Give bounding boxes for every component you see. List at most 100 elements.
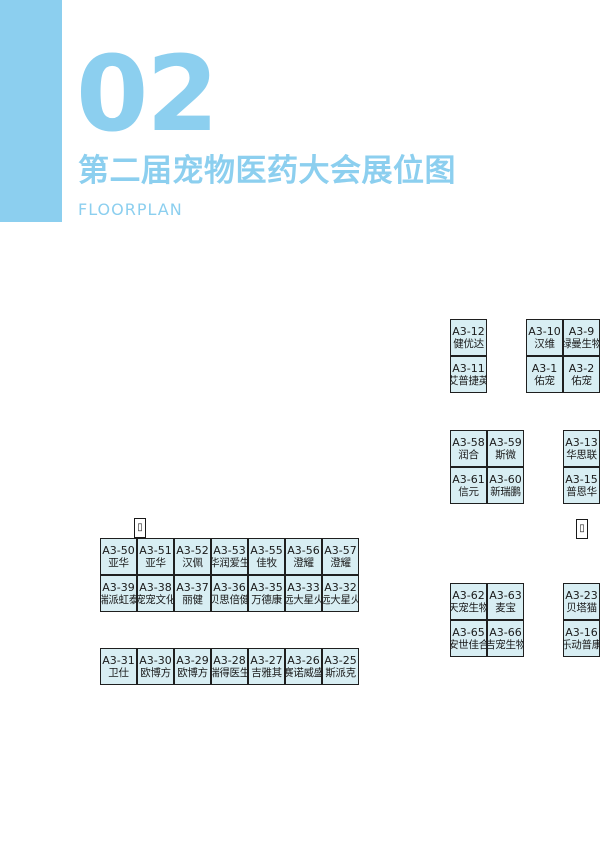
booth-exhibitor: 艾普捷英: [450, 374, 487, 387]
booth-code: A3-26: [287, 653, 320, 667]
booth-exhibitor: 乐动普康: [563, 638, 600, 651]
booth-exhibitor: 亚华: [145, 556, 166, 569]
door-icon: ▯: [134, 518, 146, 538]
booth-code: A3-59: [489, 435, 522, 449]
booth-exhibitor: 健优达: [453, 337, 484, 350]
booth-exhibitor: 瑞派虹泰: [100, 593, 137, 606]
booth-exhibitor: 信元: [458, 485, 479, 498]
booth-code: A3-36: [213, 580, 246, 594]
booth-exhibitor: 吉雅其: [251, 666, 282, 679]
booth-code: A3-38: [139, 580, 172, 594]
booth-code: A3-28: [213, 653, 246, 667]
booth-exhibitor: 赛诺威盛: [285, 666, 322, 679]
booth-code: A3-37: [176, 580, 209, 594]
booth-exhibitor: 吉宠生物: [487, 638, 524, 651]
booth-exhibitor: 汉维: [534, 337, 555, 350]
booth-code: A3-15: [565, 472, 598, 486]
booth-exhibitor: 欧博方: [140, 666, 171, 679]
door-icon: ▯: [576, 519, 588, 539]
booth-code: A3-62: [452, 588, 485, 602]
booth-exhibitor: 新瑞鹏: [490, 485, 521, 498]
booth-code: A3-57: [324, 543, 357, 557]
booth-code: A3-30: [139, 653, 172, 667]
booth-code: A3-16: [565, 625, 598, 639]
booth-exhibitor: 斯微: [495, 448, 516, 461]
booth-code: A3-60: [489, 472, 522, 486]
booth-code: A3-27: [250, 653, 283, 667]
booth-code: A3-39: [102, 580, 135, 594]
booth-code: A3-31: [102, 653, 135, 667]
booth-exhibitor: 澄耀: [330, 556, 351, 569]
booth-code: A3-32: [324, 580, 357, 594]
booth-code: A3-50: [102, 543, 135, 557]
booth-exhibitor: 麦宝: [495, 601, 516, 614]
booth-exhibitor: 卫仕: [108, 666, 129, 679]
page-title: 第二届宠物医药大会展位图: [78, 153, 456, 189]
section-number: 02: [76, 33, 219, 155]
booth-code: A3-9: [568, 324, 595, 338]
booth-exhibitor: 瑞得医生: [211, 666, 248, 679]
booth-code: A3-23: [565, 588, 598, 602]
booth-code: A3-12: [452, 324, 485, 338]
booth-code: A3-10: [528, 324, 561, 338]
booth-exhibitor: 佑宠: [534, 374, 555, 387]
booth-code: A3-51: [139, 543, 172, 557]
booth-exhibitor: 斯派克: [325, 666, 356, 679]
booth-exhibitor: 华润爱生: [211, 556, 248, 569]
booth-code: A3-55: [250, 543, 283, 557]
booth-code: A3-58: [452, 435, 485, 449]
booth-exhibitor: 丽健: [182, 593, 203, 606]
booth-code: A3-53: [213, 543, 246, 557]
booth-code: A3-25: [324, 653, 357, 667]
booth-exhibitor: 欧博方: [177, 666, 208, 679]
page-subtitle: FLOORPLAN: [78, 200, 183, 219]
booth-code: A3-11: [452, 361, 485, 375]
booth-code: A3-56: [287, 543, 320, 557]
booth-exhibitor: 贝塔猫: [566, 601, 597, 614]
booth-exhibitor: 普恩华: [566, 485, 597, 498]
booth-code: A3-2: [568, 361, 595, 375]
booth-exhibitor: 贝思倍健: [211, 593, 248, 606]
booth-code: A3-63: [489, 588, 522, 602]
booth-exhibitor: 安世佳合: [450, 638, 487, 651]
booth-code: A3-66: [489, 625, 522, 639]
booth-exhibitor: 远大星火: [322, 593, 359, 606]
booth-code: A3-35: [250, 580, 283, 594]
booth-code: A3-29: [176, 653, 209, 667]
booth-exhibitor: 万德康: [251, 593, 282, 606]
